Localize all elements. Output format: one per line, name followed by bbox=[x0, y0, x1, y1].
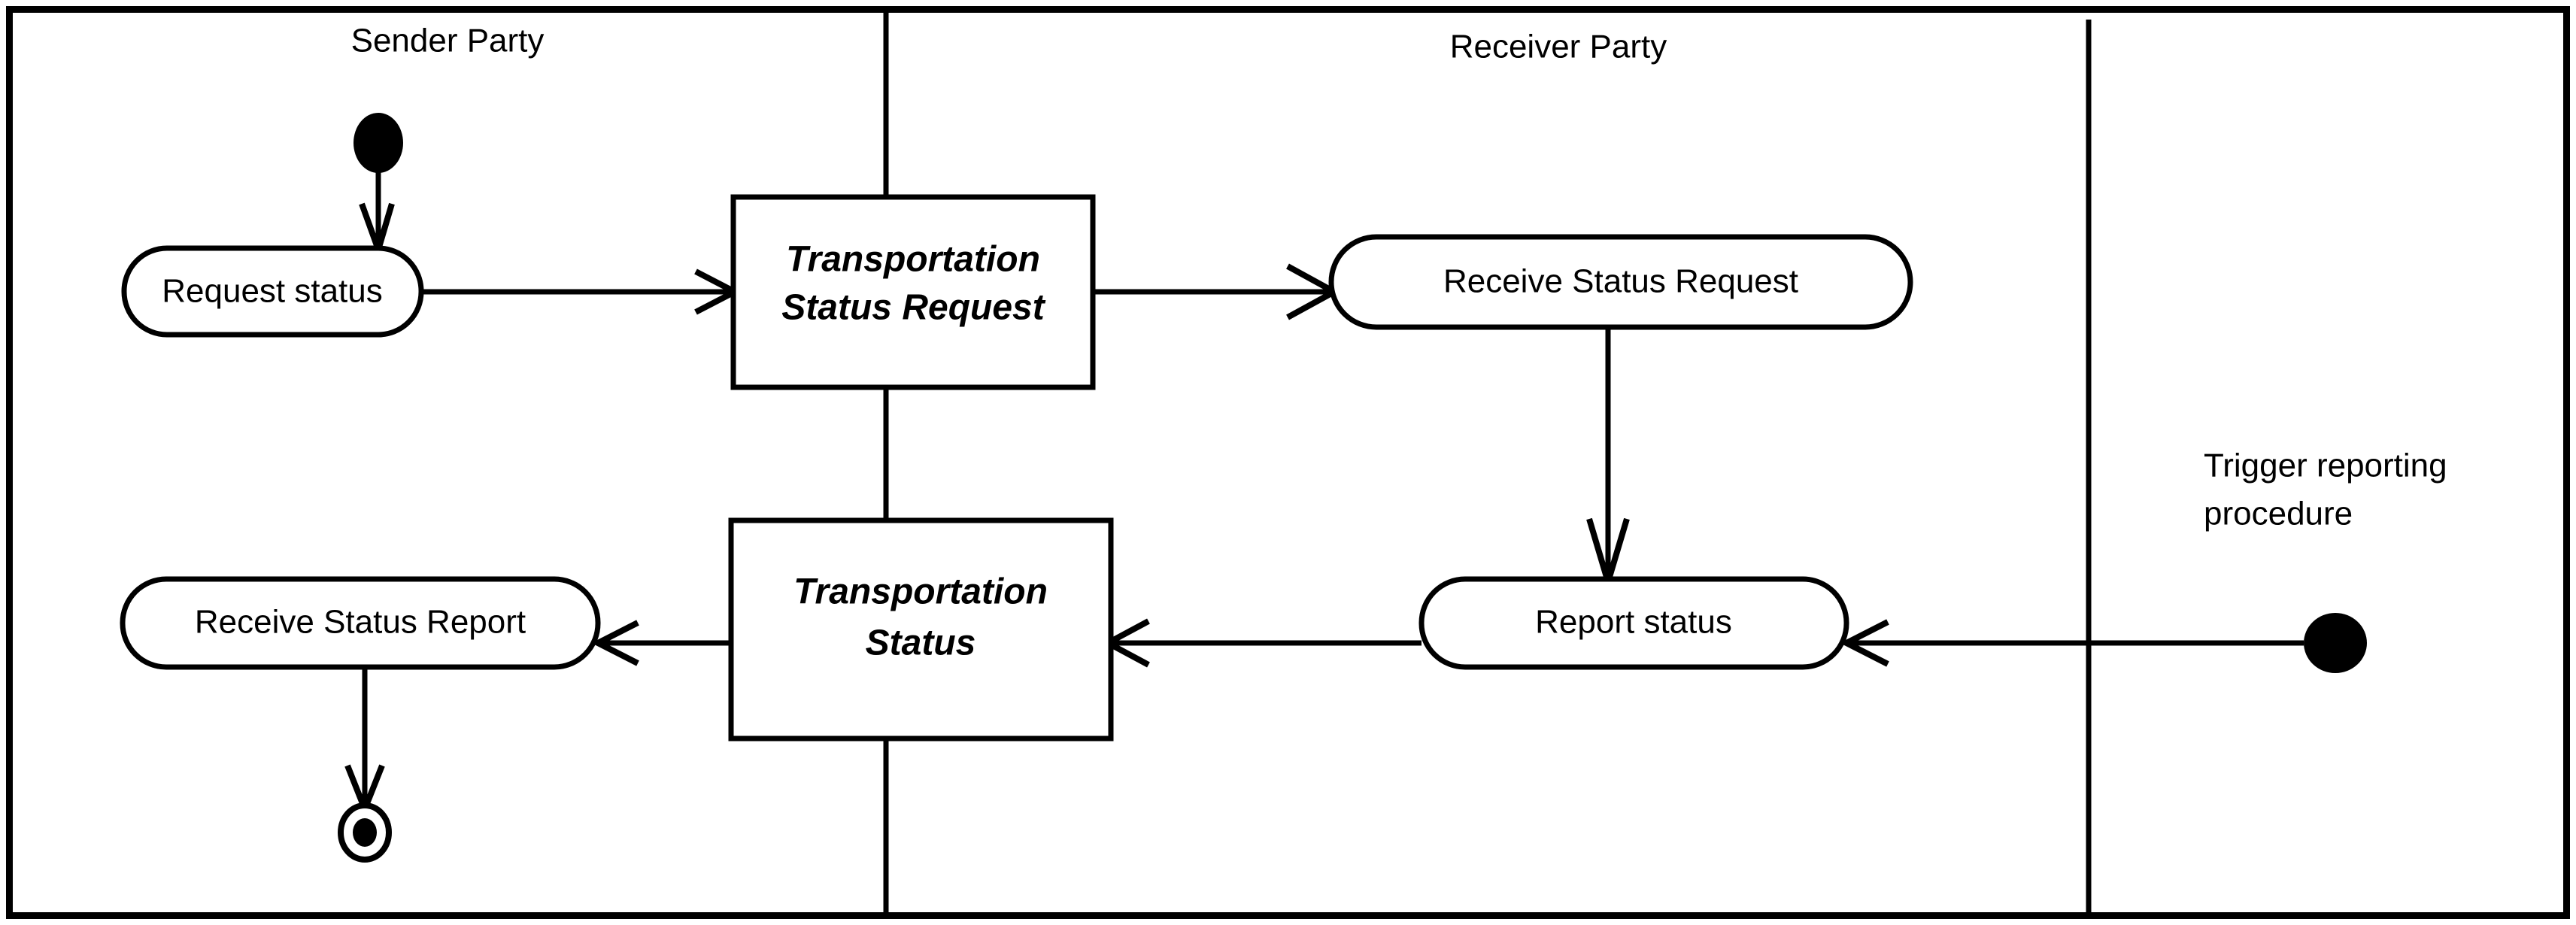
object-transportation-status-label-line2: Status bbox=[866, 623, 976, 663]
swimlane-title-receiver-party: Receiver Party bbox=[1450, 29, 1667, 65]
action-report-status-label: Report status bbox=[1535, 604, 1732, 641]
diagram-frame bbox=[6, 6, 2570, 919]
action-receive-status-report-label: Receive Status Report bbox=[195, 604, 526, 641]
action-request-status-label: Request status bbox=[162, 273, 383, 310]
initial-node-trigger[interactable] bbox=[2304, 613, 2367, 673]
arrowhead-trigger-to-report-status bbox=[1840, 619, 1889, 667]
object-transportation-status[interactable] bbox=[728, 517, 1114, 742]
object-transportation-status-request-label-line2: Status Request bbox=[781, 288, 1045, 328]
action-report-status[interactable] bbox=[1418, 576, 1849, 670]
action-receive-status-report[interactable] bbox=[120, 576, 601, 670]
final-node-sender-dot bbox=[353, 818, 377, 847]
object-transportation-status-request-label-line1: Transportation bbox=[786, 240, 1040, 280]
annotation-trigger-reporting-line1: Trigger reporting bbox=[2204, 447, 2447, 484]
swimlane-title-sender-party: Sender Party bbox=[351, 23, 545, 59]
arrowhead-ts-to-receive-status-report bbox=[591, 620, 639, 666]
object-transportation-status-label-line1: Transportation bbox=[793, 572, 1048, 612]
action-receive-status-request-label: Receive Status Request bbox=[1443, 263, 1798, 300]
action-receive-status-request[interactable] bbox=[1328, 234, 1913, 330]
initial-node-sender[interactable] bbox=[353, 113, 403, 173]
annotation-trigger-reporting-line2: procedure bbox=[2204, 496, 2353, 532]
